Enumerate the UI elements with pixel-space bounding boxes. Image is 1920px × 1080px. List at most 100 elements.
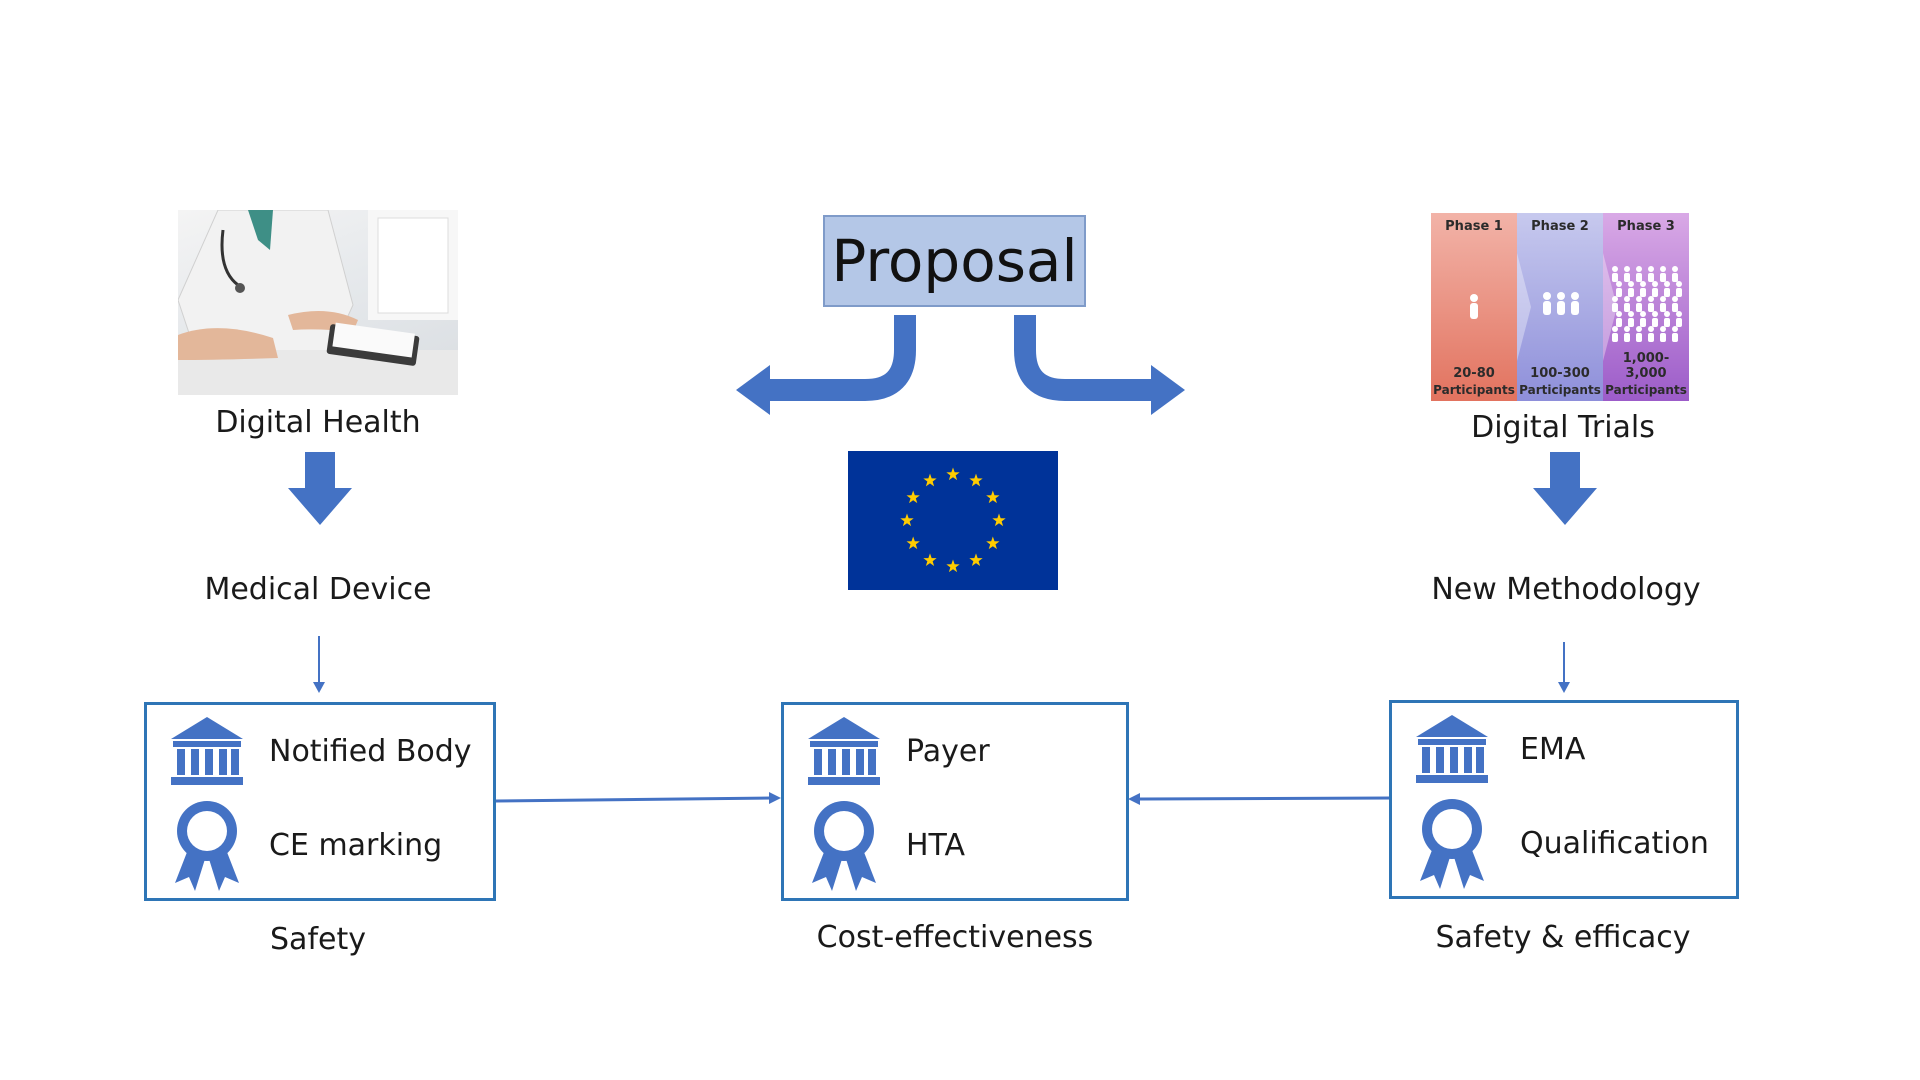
right-to-center-arrow <box>1128 793 1392 805</box>
crowd-person-head <box>1640 281 1646 287</box>
left-arrowhead <box>736 365 770 415</box>
crowd-person-head <box>1624 296 1630 302</box>
eu-flag-icon <box>848 451 1058 590</box>
crowd-person-body <box>1676 318 1682 327</box>
payer-label: Payer <box>906 733 990 769</box>
bank-building-icon <box>1416 715 1488 783</box>
right-box-row-2: Qualification <box>1412 795 1709 891</box>
left-box-row-1: Notified Body <box>167 715 472 787</box>
phase-2-title: Phase 2 <box>1531 219 1589 234</box>
crowd-person-head <box>1636 296 1642 302</box>
flag-star <box>969 553 983 566</box>
crowd-person-body <box>1636 333 1642 342</box>
crowd-person-head <box>1672 296 1678 302</box>
crowd-person-body <box>1660 273 1666 282</box>
crowd-person-head <box>1648 326 1654 332</box>
crowd-person-body <box>1612 333 1618 342</box>
crowd-icon <box>1612 266 1682 342</box>
ce-marking-label: CE marking <box>269 827 443 863</box>
center-box-row-1: Payer <box>804 715 990 787</box>
crowd-person-body <box>1616 288 1622 297</box>
flag-star <box>906 490 920 504</box>
crowd-person-body <box>1652 288 1658 297</box>
crowd-person-body <box>1648 303 1654 312</box>
crowd-person-body <box>1672 273 1678 282</box>
flag-star <box>906 536 920 550</box>
flag-star <box>986 490 1000 504</box>
award-ribbon-icon <box>812 801 876 891</box>
proposal-box: Proposal <box>823 215 1086 307</box>
crowd-person-body <box>1664 318 1670 327</box>
right-thin-arrow <box>1558 642 1570 693</box>
bank-building-icon <box>808 717 880 785</box>
qualification-label: Qualification <box>1520 825 1709 861</box>
hta-label: HTA <box>906 827 966 863</box>
left-curved-arrow <box>770 315 916 401</box>
safety-efficacy-caption: Safety & efficacy <box>1435 920 1691 955</box>
digital-health-caption: Digital Health <box>215 405 421 440</box>
crowd-person-head <box>1652 281 1658 287</box>
left-box: Notified Body CE marking <box>144 702 496 901</box>
flag-star <box>923 553 937 566</box>
new-methodology-label: New Methodology <box>1431 572 1701 607</box>
split-arrows <box>736 315 1185 415</box>
crowd-person-body <box>1648 273 1654 282</box>
phase-3-title: Phase 3 <box>1617 219 1675 234</box>
crowd-person-body <box>1612 303 1618 312</box>
crowd-person-head <box>1660 326 1666 332</box>
crowd-person-head <box>1612 296 1618 302</box>
right-curved-arrow <box>1014 315 1155 401</box>
crowd-person-head <box>1628 311 1634 317</box>
crowd-person-body <box>1628 318 1634 327</box>
crowd-person-body <box>1640 318 1646 327</box>
crowd-person-head <box>1636 326 1642 332</box>
crowd-person-head <box>1672 326 1678 332</box>
crowd-person-body <box>1652 318 1658 327</box>
center-box-row-2: HTA <box>804 797 965 893</box>
phase-3-count: 1,000-3,000 <box>1622 351 1670 381</box>
phase-1-title: Phase 1 <box>1445 219 1503 234</box>
left-box-row-2: CE marking <box>167 797 442 893</box>
crowd-person-body <box>1672 303 1678 312</box>
crowd-person-head <box>1660 266 1666 272</box>
doctor-photo <box>178 210 458 395</box>
award-ribbon-icon <box>175 801 239 891</box>
crowd-person-head <box>1676 281 1682 287</box>
crowd-person-head <box>1616 281 1622 287</box>
center-box: Payer HTA <box>781 702 1129 901</box>
right-down-arrow <box>1533 452 1597 525</box>
crowd-person-body <box>1624 303 1630 312</box>
flag-star <box>986 536 1000 550</box>
crowd-person-head <box>1636 266 1642 272</box>
crowd-person-head <box>1648 266 1654 272</box>
bank-building-icon <box>171 717 243 785</box>
phase-2-unit: Participants <box>1519 383 1601 397</box>
crowd-person-head <box>1624 266 1630 272</box>
phase-3-panel: Phase 3 1,000-3,000 Participants <box>1603 213 1689 401</box>
flag-star <box>923 473 937 487</box>
crowd-person-body <box>1628 288 1634 297</box>
crowd-person-head <box>1612 326 1618 332</box>
right-box-row-1: EMA <box>1412 713 1585 785</box>
flag-star <box>992 513 1006 527</box>
left-thin-arrow <box>313 636 325 693</box>
phase-chevrons <box>1517 253 1617 361</box>
crowd-person-body <box>1640 288 1646 297</box>
crowd-person-head <box>1664 281 1670 287</box>
crowd-person-head <box>1660 296 1666 302</box>
crowd-person-head <box>1676 311 1682 317</box>
crowd-person-body <box>1616 318 1622 327</box>
phase-1-unit: Participants <box>1433 383 1515 397</box>
crowd-person-head <box>1664 311 1670 317</box>
notified-body-label: Notified Body <box>269 733 472 769</box>
left-to-center-arrow <box>496 792 781 804</box>
proposal-label: Proposal <box>831 227 1078 295</box>
crowd-person-body <box>1624 333 1630 342</box>
crowd-person-body <box>1612 273 1618 282</box>
person-icon <box>1470 294 1478 319</box>
flag-star <box>946 559 960 573</box>
phase-1-count: 20-80 <box>1453 366 1495 381</box>
phase-3-unit: Participants <box>1605 383 1687 397</box>
phase-1-panel: Phase 1 20-80 Participants <box>1431 213 1517 401</box>
cost-effectiveness-caption: Cost-effectiveness <box>816 920 1094 955</box>
